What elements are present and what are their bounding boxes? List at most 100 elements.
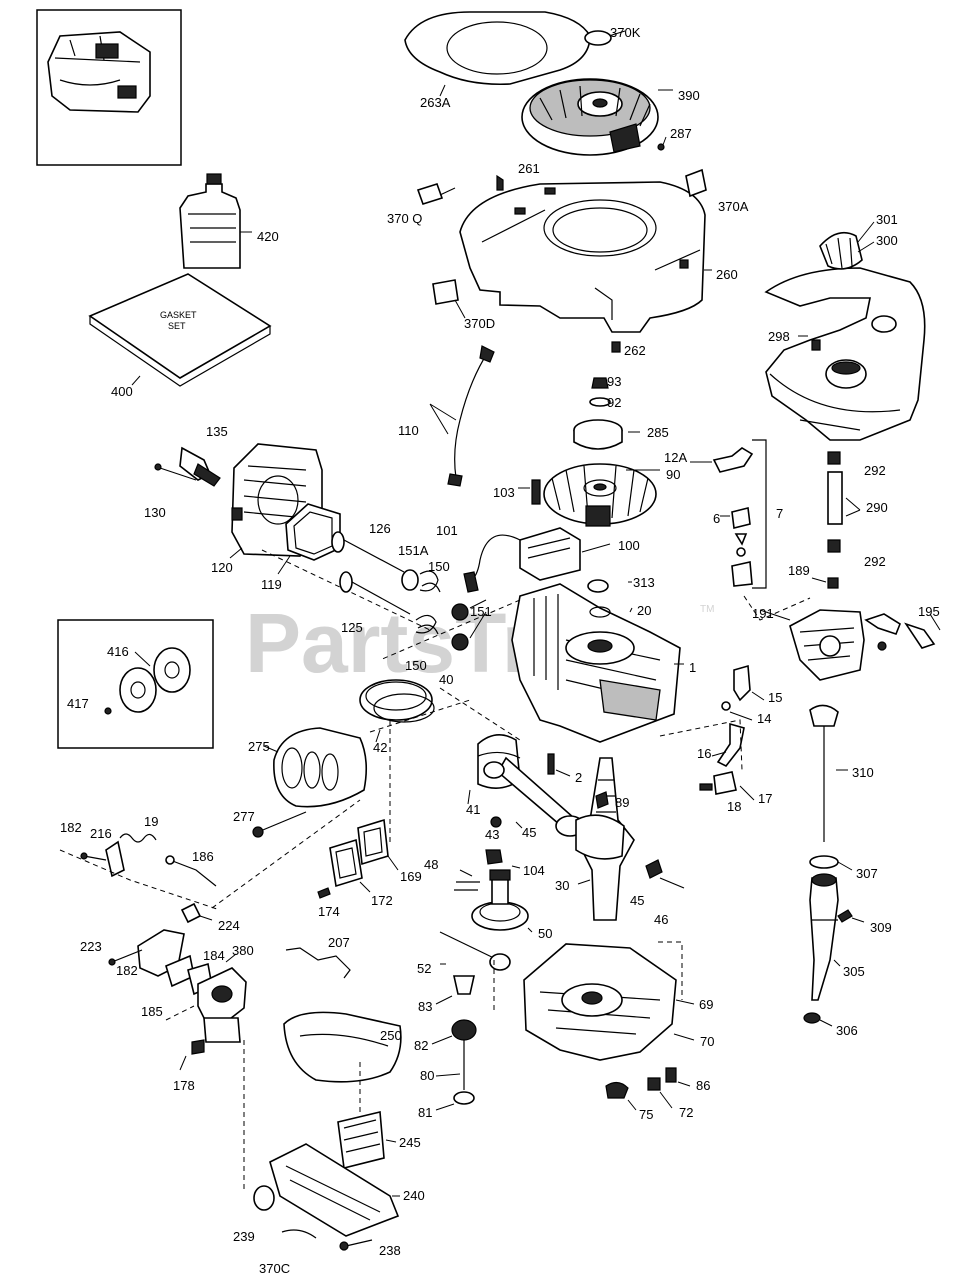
part-label-169[interactable]: 169 bbox=[400, 869, 422, 884]
part-label-93[interactable]: 93 bbox=[607, 374, 621, 389]
part-label-70[interactable]: 70 bbox=[700, 1034, 714, 1049]
part-label-151[interactable]: 151 bbox=[470, 604, 492, 619]
part-label-277[interactable]: 277 bbox=[233, 809, 255, 824]
part-label-89[interactable]: 89 bbox=[615, 795, 629, 810]
part-label-18[interactable]: 18 bbox=[727, 799, 741, 814]
part-label-126[interactable]: 126 bbox=[369, 521, 391, 536]
part-label-260[interactable]: 260 bbox=[716, 267, 738, 282]
part-label-182[interactable]: 182 bbox=[60, 820, 82, 835]
part-label-103[interactable]: 103 bbox=[493, 485, 515, 500]
part-label-207[interactable]: 207 bbox=[328, 935, 350, 950]
part-label-400[interactable]: 400 bbox=[111, 384, 133, 399]
part-label-80[interactable]: 80 bbox=[420, 1068, 434, 1083]
part-label-43[interactable]: 43 bbox=[485, 827, 499, 842]
part-label-306[interactable]: 306 bbox=[836, 1023, 858, 1038]
part-label-135[interactable]: 135 bbox=[206, 424, 228, 439]
part-label-370q[interactable]: 370 Q bbox=[387, 211, 422, 226]
part-label-292[interactable]: 292 bbox=[864, 554, 886, 569]
part-label-101[interactable]: 101 bbox=[436, 523, 458, 538]
part-label-380[interactable]: 380 bbox=[232, 943, 254, 958]
part-label-72[interactable]: 72 bbox=[679, 1105, 693, 1120]
part-label-189[interactable]: 189 bbox=[788, 563, 810, 578]
part-label-6[interactable]: 6 bbox=[713, 511, 720, 526]
part-label-104[interactable]: 104 bbox=[523, 863, 545, 878]
part-label-370a[interactable]: 370A bbox=[718, 199, 749, 214]
part-label-301[interactable]: 301 bbox=[876, 212, 898, 227]
part-label-45[interactable]: 45 bbox=[630, 893, 644, 908]
part-label-313[interactable]: 313 bbox=[633, 575, 655, 590]
part-label-69[interactable]: 69 bbox=[699, 997, 713, 1012]
part-label-16[interactable]: 16 bbox=[697, 746, 711, 761]
part-label-309[interactable]: 309 bbox=[870, 920, 892, 935]
part-label-50[interactable]: 50 bbox=[538, 926, 552, 941]
part-label-82[interactable]: 82 bbox=[414, 1038, 428, 1053]
part-label-261[interactable]: 261 bbox=[518, 161, 540, 176]
part-label-19[interactable]: 19 bbox=[144, 814, 158, 829]
part-label-290[interactable]: 290 bbox=[866, 500, 888, 515]
part-label-307[interactable]: 307 bbox=[856, 866, 878, 881]
part-label-216[interactable]: 216 bbox=[90, 826, 112, 841]
part-label-370d[interactable]: 370D bbox=[464, 316, 495, 331]
part-label-52[interactable]: 52 bbox=[417, 961, 431, 976]
part-label-370k[interactable]: 370K bbox=[610, 25, 641, 40]
part-label-130[interactable]: 130 bbox=[144, 505, 166, 520]
part-label-1[interactable]: 1 bbox=[689, 660, 696, 675]
part-label-390[interactable]: 390 bbox=[678, 88, 700, 103]
part-label-416[interactable]: 416 bbox=[107, 644, 129, 659]
part-label-17[interactable]: 17 bbox=[758, 791, 772, 806]
part-label-300[interactable]: 300 bbox=[876, 233, 898, 248]
part-label-370c[interactable]: 370C bbox=[259, 1261, 290, 1276]
part-label-15[interactable]: 15 bbox=[768, 690, 782, 705]
part-label-182[interactable]: 182 bbox=[116, 963, 138, 978]
part-label-172[interactable]: 172 bbox=[371, 893, 393, 908]
part-label-125[interactable]: 125 bbox=[341, 620, 363, 635]
part-label-298[interactable]: 298 bbox=[768, 329, 790, 344]
part-label-287[interactable]: 287 bbox=[670, 126, 692, 141]
part-label-178[interactable]: 178 bbox=[173, 1078, 195, 1093]
part-label-195[interactable]: 195 bbox=[918, 604, 940, 619]
part-label-75[interactable]: 75 bbox=[639, 1107, 653, 1122]
part-label-41[interactable]: 41 bbox=[466, 802, 480, 817]
part-label-92[interactable]: 92 bbox=[607, 395, 621, 410]
part-label-310[interactable]: 310 bbox=[852, 765, 874, 780]
part-label-90[interactable]: 90 bbox=[666, 467, 680, 482]
part-label-245[interactable]: 245 bbox=[399, 1135, 421, 1150]
part-label-86[interactable]: 86 bbox=[696, 1078, 710, 1093]
part-label-45[interactable]: 45 bbox=[522, 825, 536, 840]
part-label-239[interactable]: 239 bbox=[233, 1229, 255, 1244]
part-label-150[interactable]: 150 bbox=[405, 658, 427, 673]
part-label-224[interactable]: 224 bbox=[218, 918, 240, 933]
part-label-186[interactable]: 186 bbox=[192, 849, 214, 864]
part-label-119[interactable]: 119 bbox=[261, 577, 282, 592]
part-label-174[interactable]: 174 bbox=[318, 904, 340, 919]
part-label-20[interactable]: 20 bbox=[637, 603, 651, 618]
part-label-238[interactable]: 238 bbox=[379, 1243, 401, 1258]
part-label-262[interactable]: 262 bbox=[624, 343, 646, 358]
part-label-120[interactable]: 120 bbox=[211, 560, 233, 575]
part-label-184[interactable]: 184 bbox=[203, 948, 225, 963]
part-label-2[interactable]: 2 bbox=[575, 770, 582, 785]
part-label-275[interactable]: 275 bbox=[248, 739, 270, 754]
part-label-223[interactable]: 223 bbox=[80, 939, 102, 954]
part-label-81[interactable]: 81 bbox=[418, 1105, 432, 1120]
part-label-7[interactable]: 7 bbox=[776, 506, 783, 521]
part-label-110[interactable]: 110 bbox=[398, 423, 419, 438]
part-label-48[interactable]: 48 bbox=[424, 857, 438, 872]
part-label-46[interactable]: 46 bbox=[654, 912, 668, 927]
part-label-14[interactable]: 14 bbox=[757, 711, 771, 726]
part-label-250[interactable]: 250 bbox=[380, 1028, 402, 1043]
part-label-30[interactable]: 30 bbox=[555, 878, 569, 893]
part-label-185[interactable]: 185 bbox=[141, 1004, 163, 1019]
part-label-285[interactable]: 285 bbox=[647, 425, 669, 440]
part-label-100[interactable]: 100 bbox=[618, 538, 640, 553]
part-label-151a[interactable]: 151A bbox=[398, 543, 429, 558]
part-label-420[interactable]: 420 bbox=[257, 229, 279, 244]
part-label-263a[interactable]: 263A bbox=[420, 95, 451, 110]
part-label-417[interactable]: 417 bbox=[67, 696, 89, 711]
part-label-40[interactable]: 40 bbox=[439, 672, 453, 687]
part-label-42[interactable]: 42 bbox=[373, 740, 387, 755]
part-label-12a[interactable]: 12A bbox=[664, 450, 687, 465]
part-label-150[interactable]: 150 bbox=[428, 559, 450, 574]
part-label-305[interactable]: 305 bbox=[843, 964, 865, 979]
part-label-240[interactable]: 240 bbox=[403, 1188, 425, 1203]
